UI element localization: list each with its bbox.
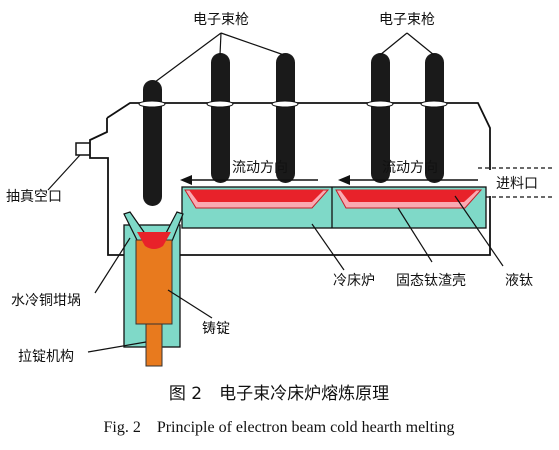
melt-left	[189, 190, 324, 202]
feed-port-gap	[486, 170, 494, 196]
vacuum-port-tube	[75, 142, 90, 156]
electron-gun-3	[276, 53, 295, 183]
label-skull: 固态钛渣壳	[396, 272, 466, 289]
vacuum-chamber	[89, 102, 491, 256]
flow-arrow-left-head	[180, 175, 192, 185]
label-crucible: 水冷铜坩埚	[11, 293, 81, 309]
label-flow-right: 流动方向	[382, 160, 438, 176]
crucible-melt-pool	[137, 232, 171, 249]
leader-puller	[87, 341, 147, 353]
leader-hearth	[311, 223, 345, 271]
label-vacuum-port: 抽真空口	[6, 189, 62, 205]
electron-gun-2	[211, 53, 230, 183]
ingot	[135, 239, 173, 325]
leader-ingot	[167, 289, 213, 319]
leader-vacuum-port	[47, 154, 81, 191]
leader-gun-left-b	[219, 32, 222, 56]
label-gun-left: 电子束枪	[193, 11, 249, 28]
leader-skull	[397, 207, 433, 263]
electron-gun-1	[143, 80, 162, 206]
label-gun-right: 电子束枪	[379, 11, 435, 28]
electron-gun-5	[425, 53, 444, 183]
gun-seals	[138, 100, 448, 108]
label-feed-port: 进料口	[496, 176, 538, 192]
caption-en: Fig. 2 Principle of electron beam cold h…	[103, 419, 454, 436]
flow-arrow-right-head	[338, 175, 350, 185]
leader-gun-right-a	[379, 32, 408, 56]
leader-gun-left-c	[220, 32, 285, 56]
label-puller: 拉锭机构	[18, 349, 74, 365]
leader-gun-left-a	[154, 32, 222, 83]
electron-gun-4	[371, 53, 390, 183]
caption-cn: 图 2 电子束冷床炉熔炼原理	[169, 384, 389, 404]
label-hearth: 冷床炉	[333, 273, 375, 289]
melt-right	[340, 190, 477, 202]
label-liquid: 液钛	[505, 273, 533, 289]
leader-crucible	[94, 237, 131, 294]
leader-liquid	[454, 195, 504, 267]
label-ingot: 铸锭	[202, 321, 230, 337]
puller-rod	[145, 323, 163, 367]
label-flow-left: 流动方向	[232, 160, 288, 176]
leader-gun-right-b	[406, 32, 435, 56]
